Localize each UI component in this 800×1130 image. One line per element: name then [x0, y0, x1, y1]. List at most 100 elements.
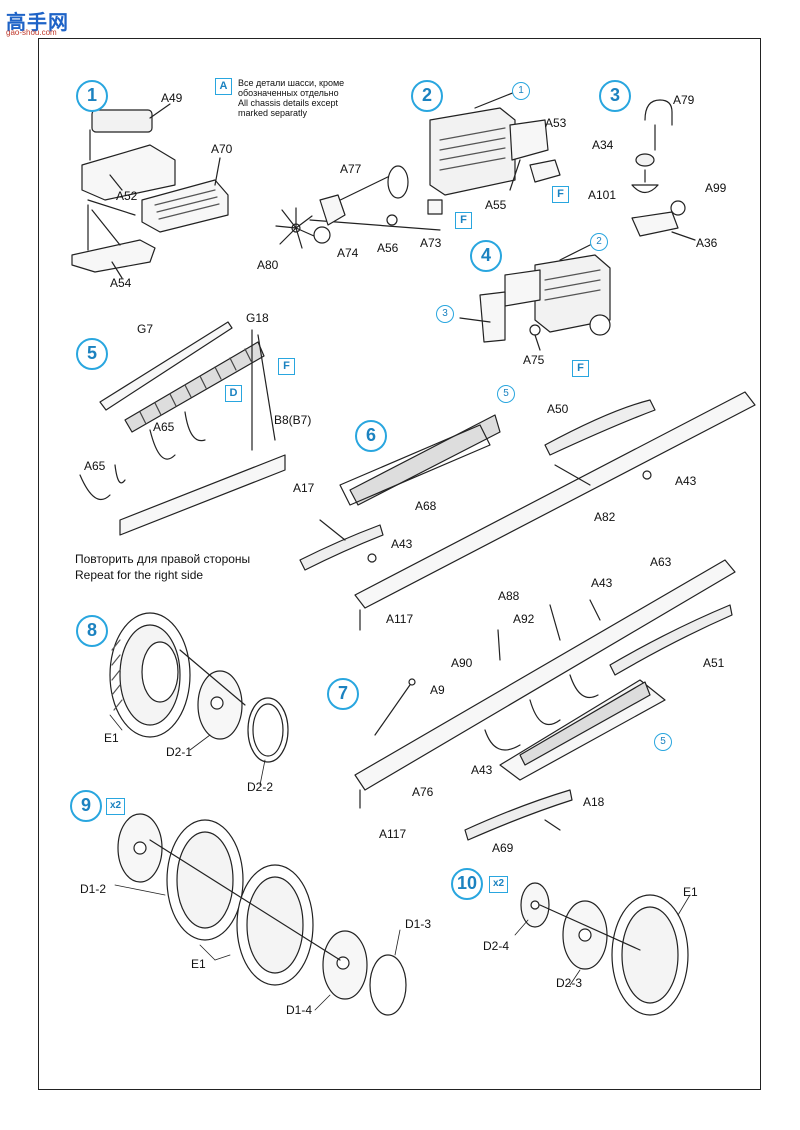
part-label: A55 [485, 198, 507, 212]
part-label: A17 [293, 481, 315, 495]
part-label: A49 [161, 91, 183, 105]
part-a74 [319, 194, 346, 226]
step10-drawing [520, 882, 689, 1016]
step7-rail [354, 559, 736, 791]
step8-ring [247, 697, 289, 763]
part-a80-fan [275, 207, 315, 249]
step-1-badge: 1 [76, 80, 108, 112]
part-label: D2-3 [556, 976, 583, 990]
part-label: B8(B7) [274, 413, 312, 427]
watermark-url: gao-shou.com [6, 28, 57, 37]
chassis-note: Все детали шасси, кроме обозначенных отд… [238, 78, 344, 118]
part-label: A74 [337, 246, 359, 260]
part-label: A101 [588, 188, 617, 202]
step2-drawing [275, 91, 561, 249]
part-label: A52 [116, 189, 138, 203]
step3-drawing [631, 99, 696, 241]
part-label: A79 [673, 93, 695, 107]
part-label: A9 [430, 683, 445, 697]
step7-spring [519, 681, 651, 766]
part-a65-right [149, 429, 176, 460]
step5-drawing [79, 321, 286, 536]
step-9-multiplier: x2 [106, 798, 125, 815]
engine-block [429, 107, 516, 196]
part-a79 [644, 99, 673, 126]
step7-drawing [354, 559, 736, 841]
part-a52 [81, 144, 176, 201]
part-a70 [141, 179, 229, 233]
step6-drawing [299, 391, 756, 631]
part-a36 [631, 211, 679, 237]
ref-subassembly-1: 1 [512, 82, 530, 100]
part-label: A80 [257, 258, 279, 272]
part-label: A43 [675, 474, 697, 488]
part-a50-leaf [544, 399, 656, 456]
note-en-1: All chassis details except [238, 98, 339, 108]
color-ref-f-1: F [552, 186, 569, 203]
part-label: A75 [523, 353, 545, 367]
part-a69-leaf [464, 789, 573, 841]
repeat-note: Повторить для правой стороны Repeat for … [75, 551, 250, 583]
part-label: A99 [705, 181, 727, 195]
page-frame [38, 38, 761, 1090]
part-label: A92 [513, 612, 535, 626]
part-label: D2-4 [483, 939, 510, 953]
part-a101 [631, 184, 659, 194]
part-label: A117 [379, 827, 407, 841]
part-a82-rail [354, 391, 756, 609]
part-g7 [99, 321, 233, 411]
part-label: A117 [386, 612, 414, 626]
step4-drawing [459, 244, 611, 351]
step-7-badge: 7 [327, 678, 359, 710]
color-ref-f-4: F [278, 358, 295, 375]
step9-ring [369, 954, 407, 1016]
part-label: E1 [104, 731, 119, 745]
part-a51-leaf [609, 604, 733, 676]
part-label: A51 [703, 656, 725, 670]
part-label: A88 [498, 589, 520, 603]
ref-subassembly-3: 3 [436, 305, 454, 323]
note-en-2: marked separatly [238, 108, 308, 118]
step-9-badge: 9 [70, 790, 102, 822]
part-g18-spring [124, 341, 265, 433]
step8-drawing [109, 612, 289, 763]
step-10-multiplier: x2 [489, 876, 508, 893]
part-label: A77 [340, 162, 362, 176]
part-label: A65 [153, 420, 175, 434]
part-label: D1-3 [405, 917, 432, 931]
part-label: A36 [696, 236, 718, 250]
note-ru-1: Все детали шасси, кроме [238, 78, 345, 88]
color-ref-f-2: F [455, 212, 472, 229]
part-label: A65 [84, 459, 106, 473]
part-a74-pulley [313, 226, 331, 244]
part-a49 [91, 109, 153, 133]
step-2-badge: 2 [411, 80, 443, 112]
step-8-badge: 8 [76, 615, 108, 647]
part-label: D2-1 [166, 745, 193, 759]
step1-drawing [71, 103, 229, 279]
step-4-badge: 4 [470, 240, 502, 272]
part-label: A50 [547, 402, 569, 416]
part-a65-left [79, 474, 111, 500]
repeat-note-ru: Повторить для правой стороны [75, 552, 251, 566]
part-label: A56 [377, 241, 399, 255]
leader-lines [109, 714, 691, 1011]
part-label: A90 [451, 656, 473, 670]
part-a99 [670, 200, 686, 216]
part-label: A68 [415, 499, 437, 513]
part-label: A76 [412, 785, 434, 799]
watermark-site: 高手网 [6, 12, 69, 34]
color-ref-f-3: F [572, 360, 589, 377]
part-label: E1 [683, 885, 698, 899]
part-a75 [529, 324, 541, 336]
part-label: D1-4 [286, 1003, 313, 1017]
color-ref-d: D [225, 385, 242, 402]
part-label: A73 [420, 236, 442, 250]
part-a56 [386, 214, 398, 226]
part-label: A43 [471, 763, 493, 777]
part-label: A63 [650, 555, 672, 569]
note-ru-2: обозначенных отдельно [238, 88, 339, 98]
step9-drawing [117, 813, 407, 1016]
step-10-badge: 10 [451, 868, 483, 900]
